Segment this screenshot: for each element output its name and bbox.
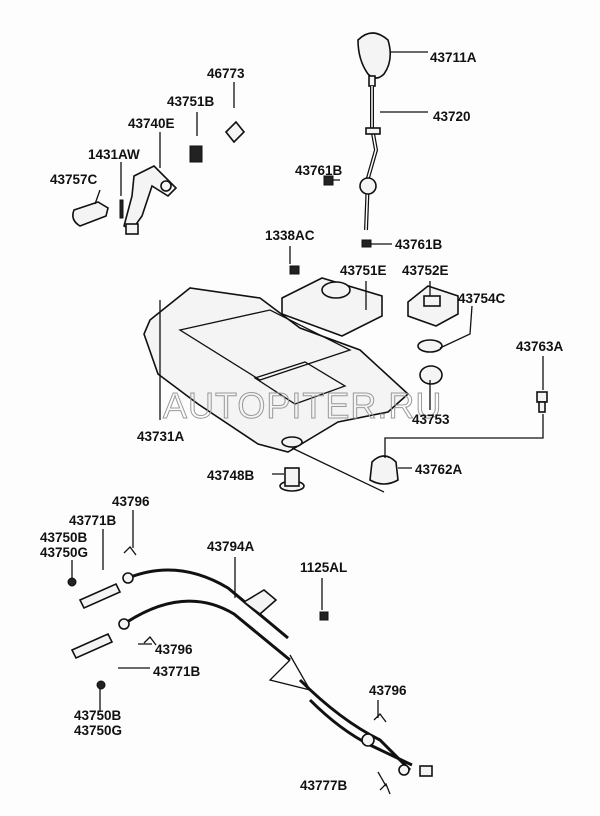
label-43751B: 43751B	[167, 94, 215, 109]
label-43771B-top: 43771B	[69, 513, 117, 528]
label-1338AC: 1338AC	[265, 228, 315, 243]
shift-lever-part	[323, 86, 381, 248]
label-43796-end: 43796	[369, 683, 407, 698]
label-46773: 46773	[207, 66, 245, 81]
label-43750G-bottom: 43750G	[74, 723, 122, 738]
guide-part	[407, 285, 459, 327]
label-43753: 43753	[412, 412, 450, 427]
label-43750B-top: 43750B	[40, 530, 88, 545]
label-43750G-top: 43750G	[40, 545, 88, 560]
label-1125AL: 1125AL	[300, 560, 347, 575]
label-43711A: 43711A	[430, 50, 477, 65]
label-43750B-bottom: 43750B	[74, 708, 122, 723]
label-43740E: 43740E	[128, 116, 175, 131]
label-1431AW: 1431AW	[88, 147, 140, 162]
label-43754C: 43754C	[458, 291, 506, 306]
spacer-part	[279, 467, 305, 492]
shift-cable-part	[67, 546, 433, 795]
label-43751E: 43751E	[340, 263, 387, 278]
bolt-part	[536, 391, 548, 413]
label-43796-top: 43796	[112, 494, 150, 509]
label-43720: 43720	[433, 109, 471, 124]
watermark: AUTOPITER.RU	[163, 385, 442, 426]
label-43794A: 43794A	[207, 539, 255, 554]
label-43771B-mid: 43771B	[153, 664, 201, 679]
label-43752E: 43752E	[402, 263, 449, 278]
label-43796-mid: 43796	[155, 642, 193, 657]
label-43777B: 43777B	[300, 778, 348, 793]
base-plate-part	[143, 265, 410, 453]
housing-part	[281, 277, 383, 337]
bracket-part	[72, 120, 246, 235]
label-43748B: 43748B	[207, 468, 255, 483]
collar-part	[419, 365, 443, 385]
ring-part	[417, 339, 443, 353]
label-43762A: 43762A	[415, 462, 463, 477]
label-43763A: 43763A	[516, 339, 564, 354]
label-43761B-lower: 43761B	[395, 237, 443, 252]
label-43731A: 43731A	[137, 429, 185, 444]
leader-lines	[71, 51, 544, 787]
shift-knob-part	[357, 32, 392, 87]
grommet-part	[369, 455, 399, 485]
label-43761B-upper: 43761B	[295, 163, 343, 178]
label-43757C: 43757C	[50, 172, 98, 187]
